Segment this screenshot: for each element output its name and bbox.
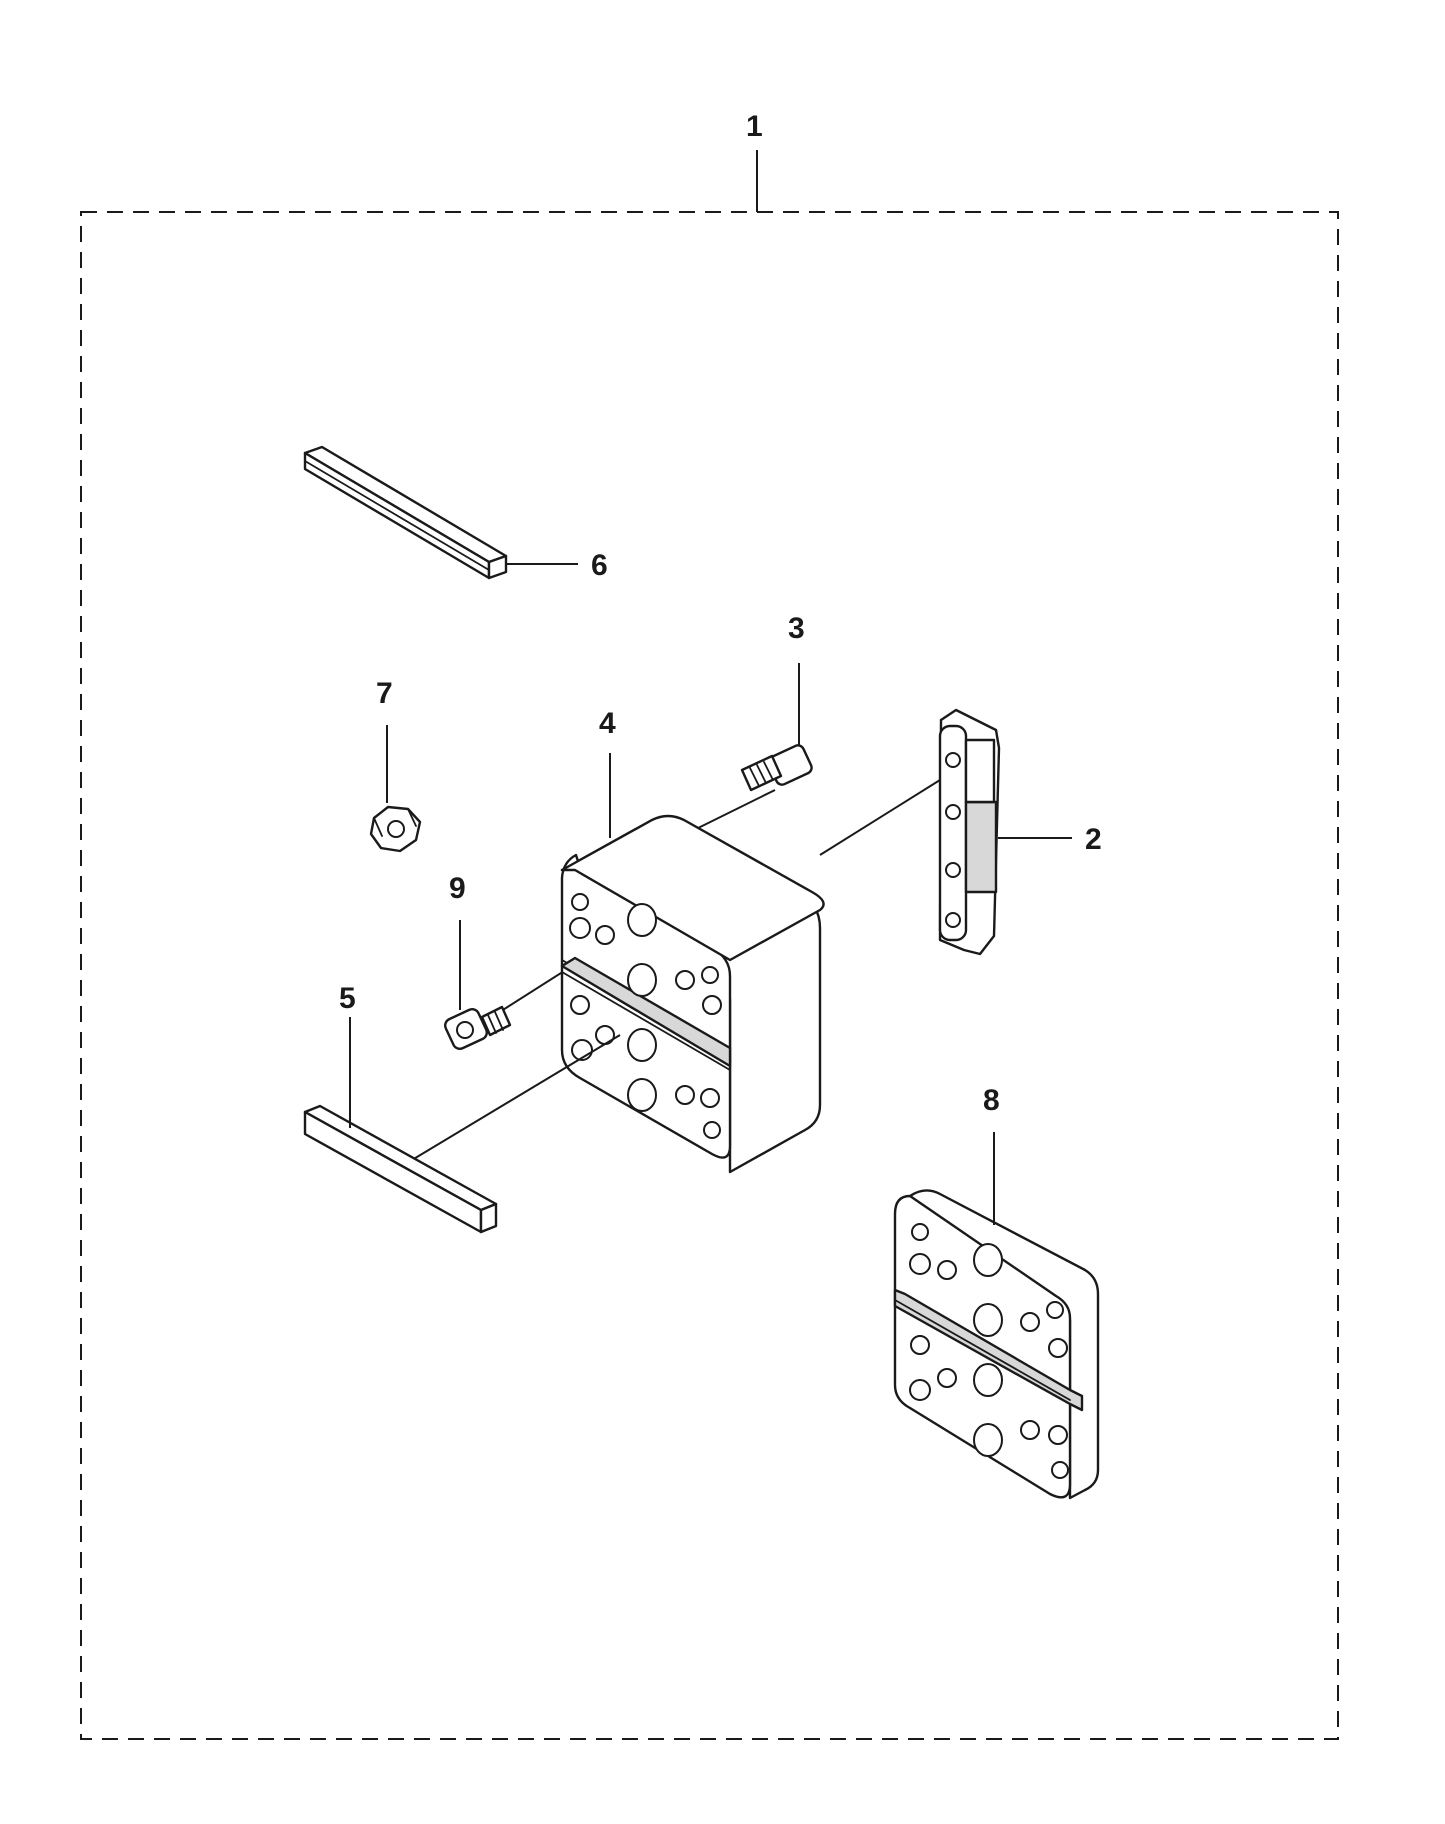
callout-5[interactable]: 5 [339, 982, 356, 1015]
assembly-line-2 [819, 779, 941, 856]
part-6-key-bar[interactable] [303, 445, 508, 580]
callout-1[interactable]: 1 [746, 110, 763, 143]
callout-8[interactable]: 8 [983, 1084, 1000, 1117]
assembly-line-5 [411, 1034, 621, 1161]
part-8-face-plate[interactable] [893, 1189, 1100, 1500]
part-4-main-block[interactable] [560, 814, 825, 1174]
part-5-key-bar[interactable] [303, 1104, 498, 1234]
callout-3[interactable]: 3 [788, 612, 805, 645]
part-9-cap-screw[interactable] [443, 1005, 512, 1051]
callout-7[interactable]: 7 [376, 677, 393, 710]
callout-6[interactable]: 6 [591, 549, 608, 582]
kit-boundary-frame [80, 211, 1339, 1740]
callout-9[interactable]: 9 [449, 872, 466, 905]
callout-4[interactable]: 4 [599, 707, 616, 740]
callout-2[interactable]: 2 [1085, 823, 1102, 856]
part-2-side-guide-bar[interactable] [938, 708, 1001, 956]
part-7-hex-nut[interactable] [369, 805, 422, 853]
part-3-cap-screw[interactable] [687, 743, 814, 834]
